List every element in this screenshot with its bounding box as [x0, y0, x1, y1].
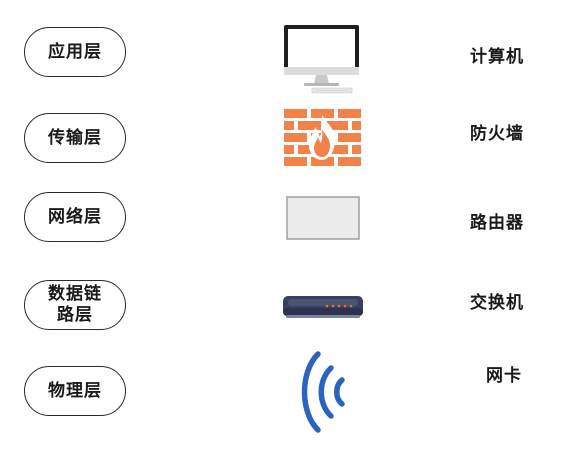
layer-network-label: 网络层: [48, 206, 102, 227]
device-label-firewall: 防火墙: [470, 124, 524, 144]
layer-datalink: 数据链 路层: [24, 280, 126, 330]
desktop-computer-icon: [284, 25, 359, 94]
layer-network: 网络层: [24, 192, 126, 242]
layer-transport-label: 传输层: [48, 127, 102, 148]
layer-physical: 物理层: [24, 366, 126, 416]
layer-application-label: 应用层: [48, 41, 102, 62]
device-label-computer: 计算机: [470, 47, 524, 67]
router-box-icon: [286, 196, 360, 240]
firewall-icon: [284, 109, 361, 166]
layer-datalink-label-line1: 数据链: [48, 284, 102, 304]
network-switch-icon: [283, 296, 363, 318]
wireless-signal-icon: [301, 351, 345, 433]
layer-physical-label: 物理层: [48, 380, 102, 401]
layer-datalink-label-line2: 路层: [57, 305, 93, 325]
layer-application: 应用层: [24, 27, 126, 77]
device-label-nic: 网卡: [486, 366, 522, 386]
device-label-switch: 交换机: [470, 293, 524, 313]
device-label-router: 路由器: [470, 213, 524, 233]
layer-transport: 传输层: [24, 113, 126, 163]
layer-datalink-label: 数据链 路层: [48, 284, 102, 326]
